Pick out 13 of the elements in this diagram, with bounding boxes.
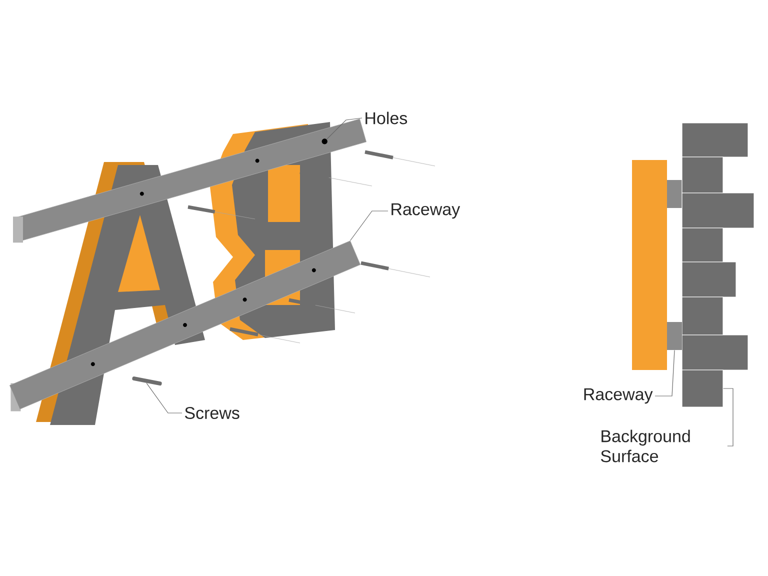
wall-block: [682, 370, 724, 408]
callout-label: Raceway: [584, 388, 653, 404]
raceway-block: [667, 322, 682, 350]
callout-label: Background Surface: [600, 430, 690, 462]
leader-line: [654, 350, 675, 396]
callout-label: Holes: [366, 112, 408, 124]
screw: [132, 376, 162, 386]
leader-line: [146, 382, 182, 414]
leader-line: [723, 388, 734, 446]
callout-label: Raceway: [392, 203, 460, 219]
leader-line: [350, 210, 388, 241]
leader-line: [326, 118, 362, 140]
callout-label: Screws: [184, 406, 240, 420]
